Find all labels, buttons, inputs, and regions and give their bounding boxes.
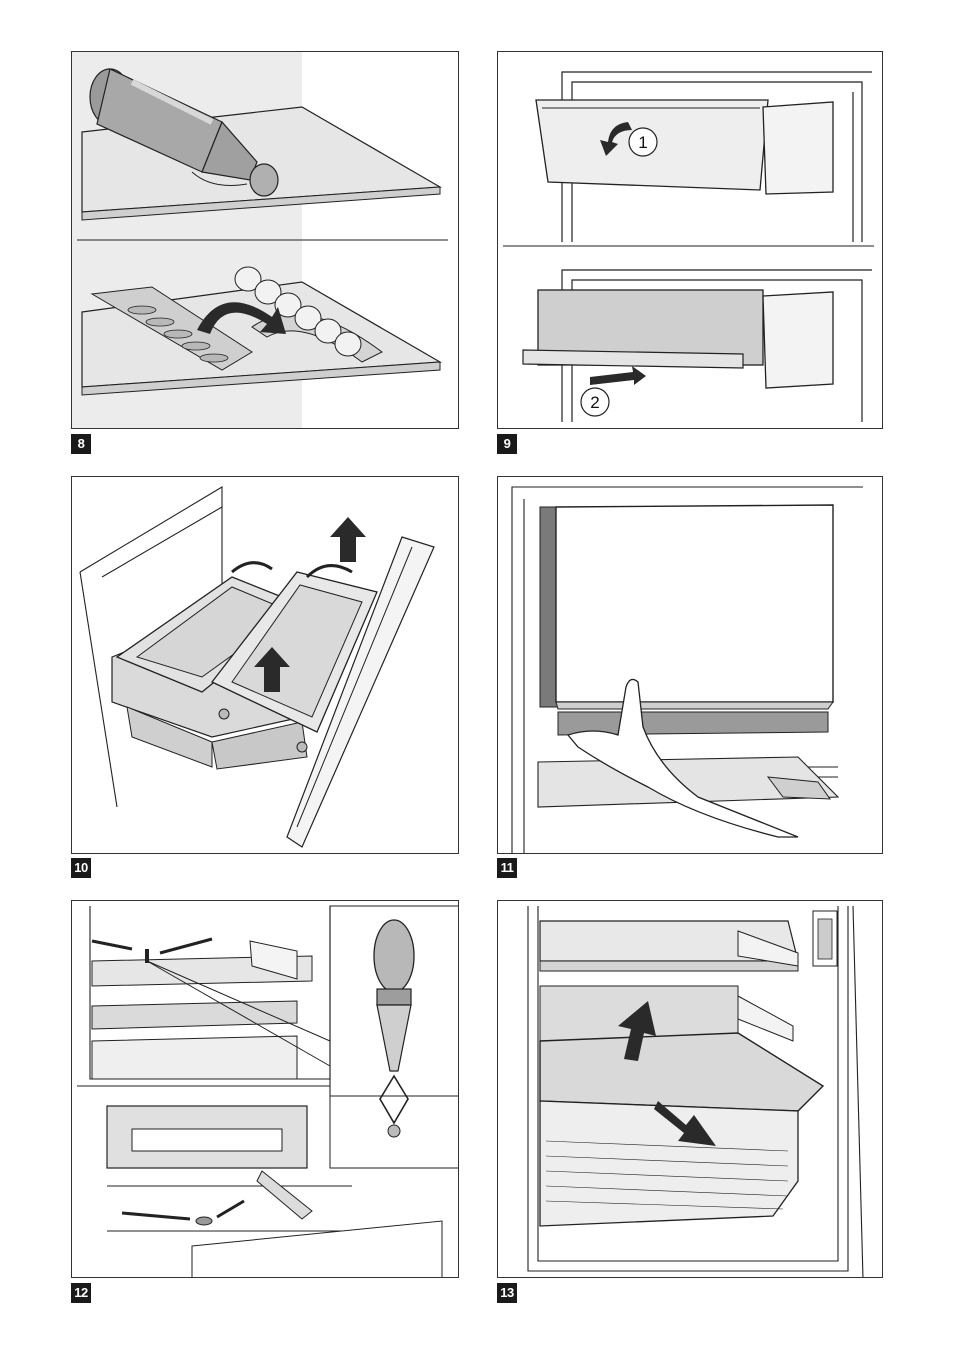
figure-label-13: 13 [497, 1283, 517, 1303]
figure-11-panel [497, 476, 883, 854]
callout-1: 1 [638, 133, 647, 152]
figure-label-10: 10 [71, 858, 91, 878]
freezer-flap [538, 505, 838, 807]
figure-13-illustration [498, 901, 883, 1278]
figure-13-panel [497, 900, 883, 1278]
fridge-shelf-and-bin [540, 911, 837, 1226]
figure-8-panel [71, 51, 459, 429]
figure-11-illustration [498, 477, 883, 854]
shelf-cover-tilt: 1 [536, 100, 833, 194]
figure-10-illustration [72, 477, 459, 854]
figure-12-panel [71, 900, 459, 1278]
slide-arrow-icon [590, 366, 646, 385]
lift-arrow-icon [330, 517, 366, 562]
figure-label-11: 11 [497, 858, 517, 878]
callout-2: 2 [590, 393, 599, 412]
figure-label-8: 8 [71, 434, 91, 454]
drain-view-upper [92, 939, 330, 1079]
figure-label-12: 12 [71, 1283, 91, 1303]
figure-9-panel: 1 2 [497, 51, 883, 429]
figure-10-panel [71, 476, 459, 854]
figure-label-9: 9 [497, 434, 517, 454]
figure-8-illustration [72, 52, 459, 429]
shelf-strip-slide: 2 [523, 290, 833, 416]
figure-12-illustration [72, 901, 459, 1278]
figure-9-illustration: 1 2 [498, 52, 883, 429]
